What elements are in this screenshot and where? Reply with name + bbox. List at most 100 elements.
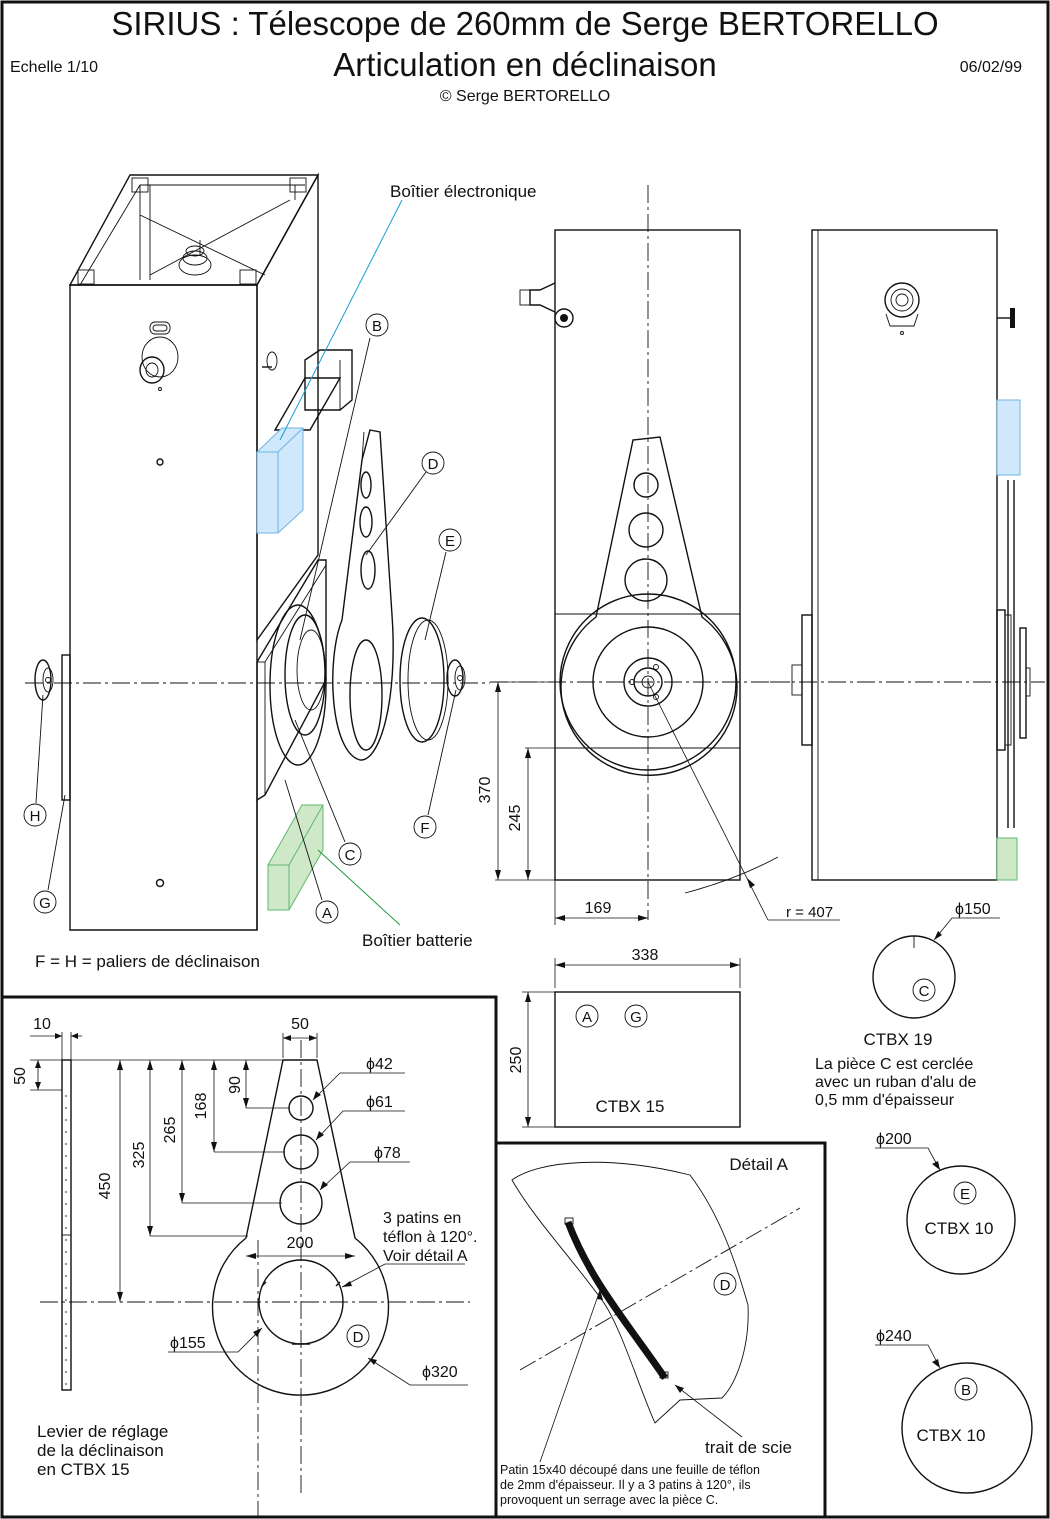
- svg-text:B: B: [372, 318, 382, 335]
- arm-block: [304, 349, 353, 411]
- piece-c-note-2: avec un ruban d'alu de: [815, 1074, 977, 1091]
- lever-dim-200: 200: [287, 1235, 314, 1252]
- lever-dim-450: 450: [97, 1173, 114, 1200]
- piece-e-letter: E: [960, 1186, 970, 1203]
- piece-b-letter: B: [961, 1382, 971, 1399]
- front-focuser-icon: [519, 282, 574, 328]
- piece-b-drawing: ϕ240 B CTBX 10: [875, 1328, 1033, 1494]
- lever-hole-61: ϕ61: [366, 1094, 393, 1111]
- electronics-leader: [279, 199, 403, 441]
- tube-top-face: [68, 174, 320, 286]
- pads-note-3: Voir détail A: [383, 1248, 468, 1265]
- lever-letter-d: D: [353, 1329, 364, 1346]
- svg-text:E: E: [445, 533, 455, 550]
- title-line-2: Articulation en déclinaison: [333, 46, 716, 83]
- electronics-box: [256, 427, 304, 534]
- side-battery-box: [996, 837, 1018, 881]
- svg-text:F: F: [420, 820, 429, 837]
- svg-text:G: G: [39, 895, 51, 912]
- detail-a-note-1: Patin 15x40 découpé dans une feuille de …: [500, 1463, 760, 1477]
- lever-dim-50-top: 50: [291, 1016, 309, 1033]
- callout-f: F: [413, 689, 457, 839]
- piece-e-material: CTBX 10: [925, 1219, 994, 1238]
- focuser-icon: [139, 321, 179, 391]
- bearings-note: F = H = paliers de déclinaison: [35, 952, 260, 971]
- battery-leader: [317, 849, 401, 926]
- base-material: CTBX 15: [596, 1097, 665, 1116]
- piece-c-circle: [872, 935, 956, 1019]
- piece-c-diameter: ϕ150: [955, 901, 991, 918]
- detail-a-outline: [511, 1161, 749, 1424]
- callout-d: D: [365, 451, 445, 556]
- dim-250: 250: [508, 1047, 525, 1074]
- callout-h: H: [23, 694, 47, 827]
- side-focuser-icon: [884, 282, 920, 335]
- dim-245: 245: [507, 805, 524, 832]
- side-plate-g: [61, 654, 71, 801]
- base-plate-drawing: 338 250 A G CTBX 15: [508, 947, 741, 1128]
- piece-e-drawing: ϕ200 E CTBX 10: [875, 1131, 1016, 1275]
- callout-e: E: [424, 528, 462, 641]
- lever-hole-42: ϕ42: [366, 1056, 393, 1073]
- lever-caption-2: de la déclinaison: [37, 1441, 164, 1460]
- svg-text:H: H: [30, 808, 41, 825]
- copyright: © Serge BERTORELLO: [440, 88, 610, 105]
- detail-a-letter: D: [720, 1277, 731, 1294]
- title-line-1: SIRIUS : Télescope de 260mm de Serge BER…: [111, 5, 938, 42]
- radius-label: r = 407: [786, 904, 833, 921]
- detail-a-note-2: de 2mm d'épaisseur. Il y a 3 patins à 12…: [500, 1478, 751, 1492]
- svg-text:D: D: [428, 456, 439, 473]
- front-tube: [554, 229, 741, 881]
- base-part-g: G: [630, 1009, 642, 1026]
- front-view: r = 407 370 245 169: [477, 185, 840, 925]
- bearing-h: [34, 659, 54, 701]
- callout-c: C: [294, 719, 362, 866]
- lever-hole-78: ϕ78: [374, 1145, 401, 1162]
- piece-b-diameter: ϕ240: [876, 1328, 912, 1345]
- piece-c-note-3: 0,5 mm d'épaisseur: [815, 1092, 955, 1109]
- piece-c-drawing: ϕ150 C CTBX 19 La pièce C est cerclée av…: [815, 901, 1000, 1109]
- battery-box: [267, 804, 324, 911]
- detail-a-note-3: provoquent un serrage avec la pièce C.: [500, 1493, 718, 1507]
- callout-g: G: [33, 794, 66, 914]
- svg-text:C: C: [345, 847, 356, 864]
- callout-b: B: [299, 313, 389, 641]
- pads-note-1: 3 patins en: [383, 1210, 461, 1227]
- lever-dim-90: 90: [227, 1076, 244, 1094]
- side-plate-a: [256, 559, 327, 802]
- tube-front-face: [69, 284, 258, 931]
- lever-d: [332, 429, 394, 761]
- piece-e-circle: [906, 1165, 1016, 1275]
- piece-b-material: CTBX 10: [917, 1426, 986, 1445]
- date-label: 06/02/99: [960, 59, 1022, 76]
- lever-panel: 10 50 50 450 325 265 168: [2, 995, 498, 1517]
- lever-dim-155: ϕ155: [170, 1335, 206, 1352]
- front-lever: [560, 436, 738, 776]
- lever-caption-1: Levier de réglage: [37, 1422, 168, 1441]
- piece-c-letter: C: [919, 983, 930, 1000]
- piece-c-material: CTBX 19: [864, 1030, 933, 1049]
- piece-c-note-1: La pièce C est cerclée: [815, 1056, 973, 1073]
- secondary-mirror-icon: [178, 240, 212, 276]
- teflon-pad: [564, 1220, 668, 1380]
- lever-dim-10: 10: [33, 1016, 51, 1033]
- lever-profile: [61, 1059, 72, 1391]
- detail-a-title: Détail A: [729, 1155, 788, 1174]
- electronics-label: Boîtier électronique: [390, 182, 536, 201]
- dim-169: 169: [585, 900, 612, 917]
- lever-shape: [211, 1059, 390, 1396]
- title-block: SIRIUS : Télescope de 260mm de Serge BER…: [10, 5, 1022, 105]
- detail-a-panel: Détail A D trait de scie Patin 15x40 déc…: [496, 1141, 827, 1517]
- side-electronics-box: [996, 399, 1021, 476]
- lever-dim-325: 325: [131, 1142, 148, 1169]
- isometric-view: Boîtier électronique: [23, 172, 536, 971]
- callout-a: A: [284, 779, 339, 924]
- ring-c: [269, 604, 327, 766]
- lever-dim-50-side: 50: [12, 1067, 29, 1085]
- dim-370: 370: [477, 777, 494, 804]
- disc-e: [399, 617, 445, 743]
- lever-caption-3: en CTBX 15: [37, 1460, 130, 1479]
- lever-dim-168: 168: [193, 1093, 210, 1120]
